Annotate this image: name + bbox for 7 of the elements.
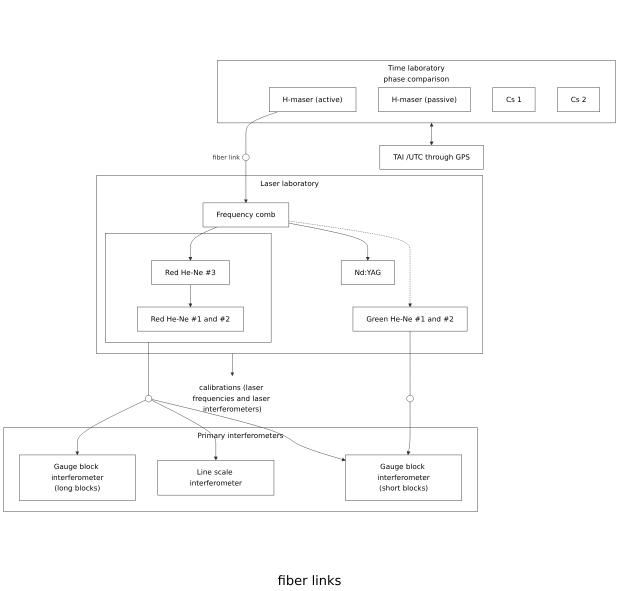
node-circle — [406, 395, 414, 402]
connector — [246, 111, 278, 154]
node-circle — [144, 395, 152, 402]
cluster — [105, 233, 272, 343]
connector — [148, 342, 149, 396]
node-circle — [242, 154, 250, 161]
note-label: fiber links — [278, 574, 342, 589]
